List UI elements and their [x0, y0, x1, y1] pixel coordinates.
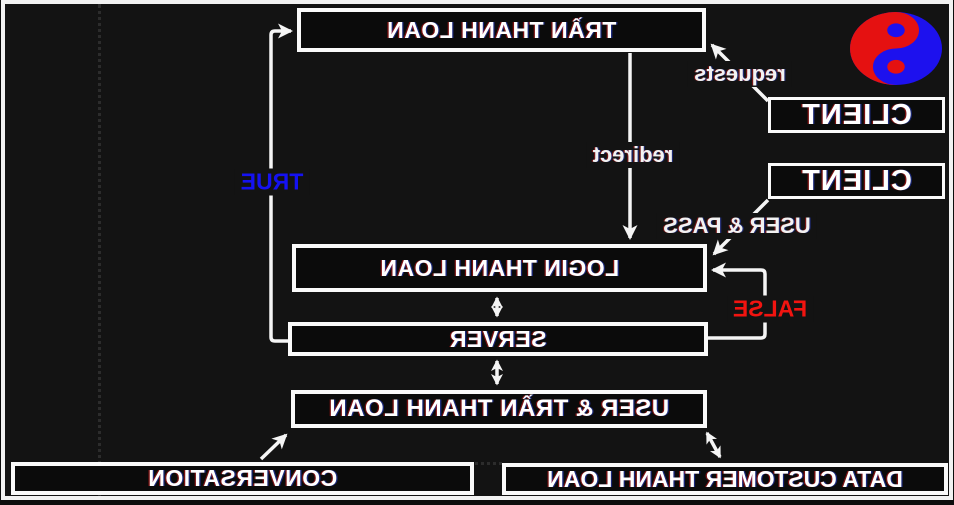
box-data-customer-label: DATA CUSTOMER THANH LOAN [547, 465, 903, 492]
box-user-tran-thanh-loan: USER & TRẦN THANH LOAN [291, 390, 707, 428]
box-client-top: CLIENT [768, 97, 945, 133]
label-requests: requests [688, 61, 792, 87]
box-user-tran-thanh-loan-label: USER & TRẦN THANH LOAN [328, 395, 670, 422]
label-true: TRUE [234, 168, 310, 196]
box-client-top-label: CLIENT [801, 98, 912, 131]
box-data-customer: DATA CUSTOMER THANH LOAN [502, 463, 948, 495]
box-client-bottom: CLIENT [768, 163, 945, 199]
yin-yang-icon [850, 12, 942, 85]
box-login-thanh-loan: LOGIN THANH LOAN [292, 244, 707, 292]
box-conversation: CONVERSATION [11, 462, 474, 495]
box-conversation-label: CONVERSATION [147, 465, 338, 491]
label-user-pass: USER & PASS [657, 213, 817, 239]
box-server-label: SERVER [449, 325, 547, 352]
box-login-thanh-loan-label: LOGIN THANH LOAN [379, 254, 620, 281]
box-client-bottom-label: CLIENT [801, 164, 912, 197]
box-tran-thanh-loan: TRẦN THANH LOAN [297, 8, 706, 52]
label-false: FALSE [726, 295, 814, 323]
label-redirect: redirect [586, 142, 680, 168]
vertical-guide-line [98, 4, 101, 496]
horizontal-guide-line [475, 462, 502, 465]
box-tran-thanh-loan-label: TRẦN THANH LOAN [386, 16, 617, 43]
box-server: SERVER [288, 322, 708, 356]
